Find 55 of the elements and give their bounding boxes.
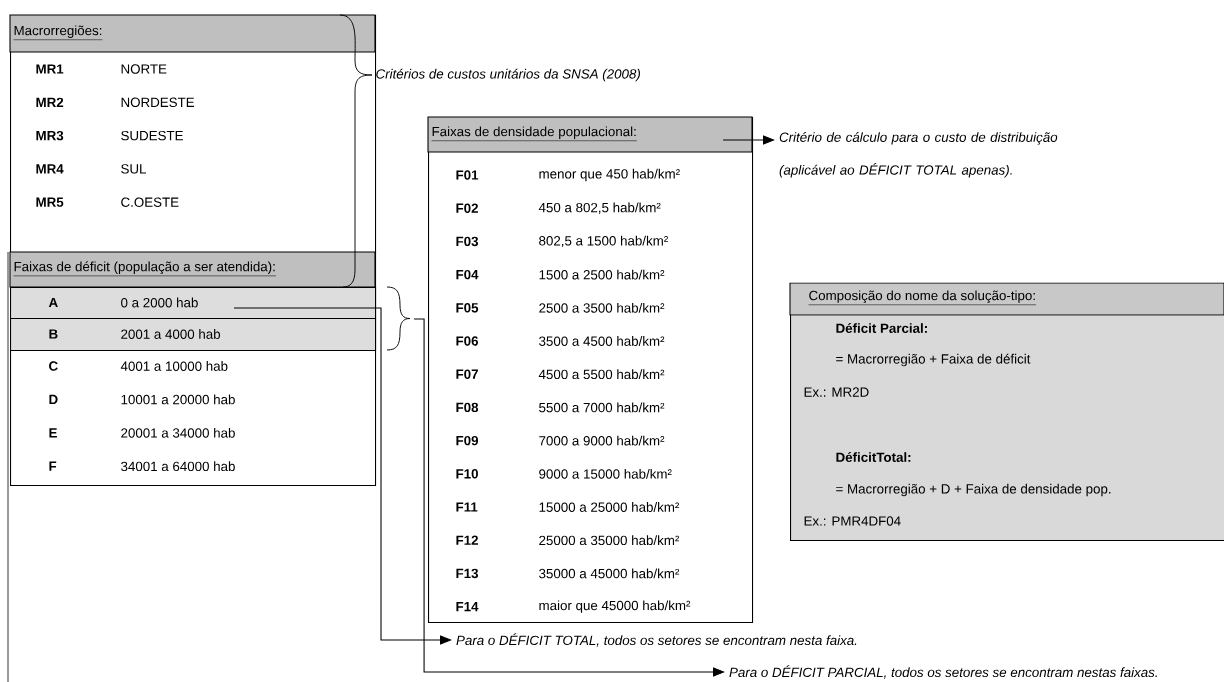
- table-cell: F02: [456, 203, 478, 213]
- table-cell: menor que 450 hab/km²: [539, 168, 680, 182]
- table-cell: maior que 45000 hab/km²: [539, 600, 691, 613]
- arrow: [722, 135, 775, 145]
- table-cell: 20001 a 34000 hab: [121, 427, 235, 438]
- table-cell: 4500 a 5500 hab/km²: [538, 369, 665, 380]
- table-cell: 3500 a 4500 hab/km²: [539, 336, 665, 346]
- table-cell: 34001 a 64000 hab: [121, 461, 235, 472]
- table-cell: NORTE: [121, 64, 167, 74]
- table-cell: 35000 a 45000 hab/km²: [539, 568, 680, 579]
- arrow: [233, 307, 452, 645]
- table-cell: F04: [456, 269, 479, 280]
- table-cell: MR5: [36, 197, 64, 207]
- table-cell: F13: [456, 568, 479, 579]
- arrow: [413, 318, 725, 677]
- table-cell: 25000 a 35000 hab/km²: [539, 535, 680, 546]
- table-cell: SUL: [121, 164, 147, 174]
- info-box: Composição do nome da solução-tipo: Déficit Parcial: = Macrorregião + Faixa de déficit Ex.: MR2D DéficitTotal: = Macrorregião + D + Faixa de densidade pop. Ex.: PMR4DF04: [789, 282, 1224, 542]
- table-row: B 2001 a 4000 hab: [10, 318, 377, 352]
- table-row: A 0 a 2000 hab: [10, 287, 377, 320]
- table-cell: MR1: [36, 64, 64, 74]
- table-cell: F07: [456, 369, 478, 379]
- annotation-text: Critérios de custos unitários da SNSA (2008): [376, 68, 640, 82]
- table-cell: F09: [456, 435, 478, 446]
- table-cell: NORDESTE: [121, 97, 195, 107]
- table-cell: MR2: [36, 97, 64, 107]
- table-cell: 802,5 a 1500 hab/km²: [539, 235, 668, 248]
- note-text: Para o DÉFICIT TOTAL, todos os setores se encontram nesta faixa.: [456, 633, 857, 647]
- table-cell: 10001 a 20000 hab: [121, 394, 235, 405]
- table-cell: F11: [456, 502, 478, 512]
- table-cell: MR4: [36, 164, 64, 174]
- table-cell: F14: [456, 602, 479, 612]
- table-cell: 2500 a 3500 hab/km²: [539, 302, 665, 313]
- table-cell: F08: [456, 402, 479, 413]
- note-text: Para o DÉFICIT PARCIAL, todos os setores se encontram nestas faixas.: [729, 665, 1157, 679]
- note-text: Critério de cálculo para o custo de distribuição (aplicável ao DÉFICIT TOTAL apenas).: [779, 132, 1058, 178]
- brace: [386, 286, 411, 351]
- table-cell: D: [49, 394, 58, 404]
- table-cell: C.OESTE: [121, 197, 179, 207]
- table-cell: F10: [456, 469, 478, 479]
- table-cell: 5500 a 7000 hab/km²: [539, 402, 665, 413]
- table-cell: 9000 a 15000 hab/km²: [539, 468, 672, 479]
- table-cell: MR3: [36, 130, 64, 141]
- table-cell: E: [49, 428, 57, 438]
- table-cell: F12: [456, 535, 478, 545]
- table-cell: 450 a 802,5 hab/km²: [538, 202, 661, 214]
- table-cell: F05: [456, 303, 479, 313]
- table-cell: 7000 a 9000 hab/km²: [539, 435, 665, 446]
- table-cell: F06: [456, 336, 479, 346]
- table-cell: 1500 a 2500 hab/km²: [539, 269, 665, 280]
- table-cell: SUDESTE: [121, 130, 183, 141]
- table-cell: F03: [456, 236, 479, 247]
- table-cell: F: [49, 461, 57, 471]
- table-cell: 15000 a 25000 hab/km²: [539, 502, 680, 512]
- table-cell: F01: [456, 170, 479, 180]
